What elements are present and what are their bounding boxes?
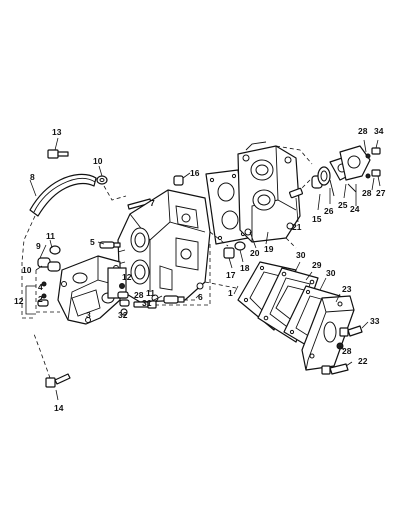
callout-14: 14: [54, 403, 64, 413]
fitting-5: [97, 241, 121, 249]
callout-33: 33: [370, 316, 380, 326]
callout-18: 18: [240, 263, 250, 273]
callout-34: 34: [374, 126, 384, 136]
callout-12-right: 12: [122, 272, 132, 282]
breather-hose: [21, 173, 97, 263]
callout-28-cover: 28: [342, 346, 352, 356]
bolt-33: [339, 321, 369, 337]
callout-26: 26: [324, 206, 334, 216]
callout-24: 24: [350, 204, 360, 214]
cover-23: [301, 295, 355, 371]
head-gasket: [205, 169, 249, 245]
exhaust-cover: [57, 255, 121, 325]
callout-25: 25: [338, 200, 348, 210]
callout-28-thermo: 28: [362, 188, 372, 198]
callout-17: 17: [226, 270, 236, 280]
callout-30-lower: 30: [326, 268, 336, 278]
callout-19: 19: [264, 244, 274, 254]
callout-32: 32: [118, 310, 128, 320]
plug-17-18: [223, 241, 246, 269]
callout-11-right: 11: [146, 288, 155, 298]
callout-11-left: 11: [46, 231, 55, 241]
callout-29: 29: [312, 260, 322, 270]
callout-28-lower: 28: [134, 290, 144, 300]
callout-10-upper: 10: [93, 156, 103, 166]
cylinder-block: [117, 189, 211, 303]
callout-7: 7: [150, 198, 155, 208]
clamp-10-upper: [96, 165, 108, 185]
callout-22: 22: [358, 356, 368, 366]
callout-2: 2: [38, 294, 43, 304]
callout-16: 16: [190, 168, 200, 178]
bolt-22: [321, 361, 353, 375]
bolt-21: [289, 187, 303, 223]
callout-5: 5: [90, 237, 95, 247]
callout-15: 15: [312, 214, 322, 224]
bolt-14: [33, 333, 71, 401]
callout-9: 9: [36, 241, 41, 251]
callout-27: 27: [376, 188, 386, 198]
fittings-left: [25, 239, 61, 315]
callout-1: 1: [228, 288, 233, 298]
callout-30-upper: 30: [296, 250, 306, 260]
callout-3: 3: [86, 310, 91, 320]
thermostat-assembly: [311, 139, 381, 197]
callout-12-left: 12: [14, 296, 24, 306]
callout-4: 4: [38, 282, 43, 292]
callout-6: 6: [198, 292, 203, 302]
callout-23: 23: [342, 284, 352, 294]
bolt-13: [47, 137, 69, 159]
callout-28-top: 28: [358, 126, 368, 136]
callout-20: 20: [250, 248, 260, 258]
callout-10-lower: 10: [22, 265, 32, 275]
small-parts-lower: [107, 267, 196, 316]
callout-labels: 1 2 3 4 5 6 7 8 9 10 10 11 11 12 12 13 1…: [14, 126, 386, 413]
washer-28: [336, 342, 345, 351]
callout-31: 31: [142, 298, 152, 308]
cylinder-head: [237, 141, 301, 243]
callout-8: 8: [30, 172, 35, 182]
callout-21: 21: [292, 222, 302, 232]
plug-16: [173, 172, 191, 186]
callout-13: 13: [52, 127, 62, 137]
